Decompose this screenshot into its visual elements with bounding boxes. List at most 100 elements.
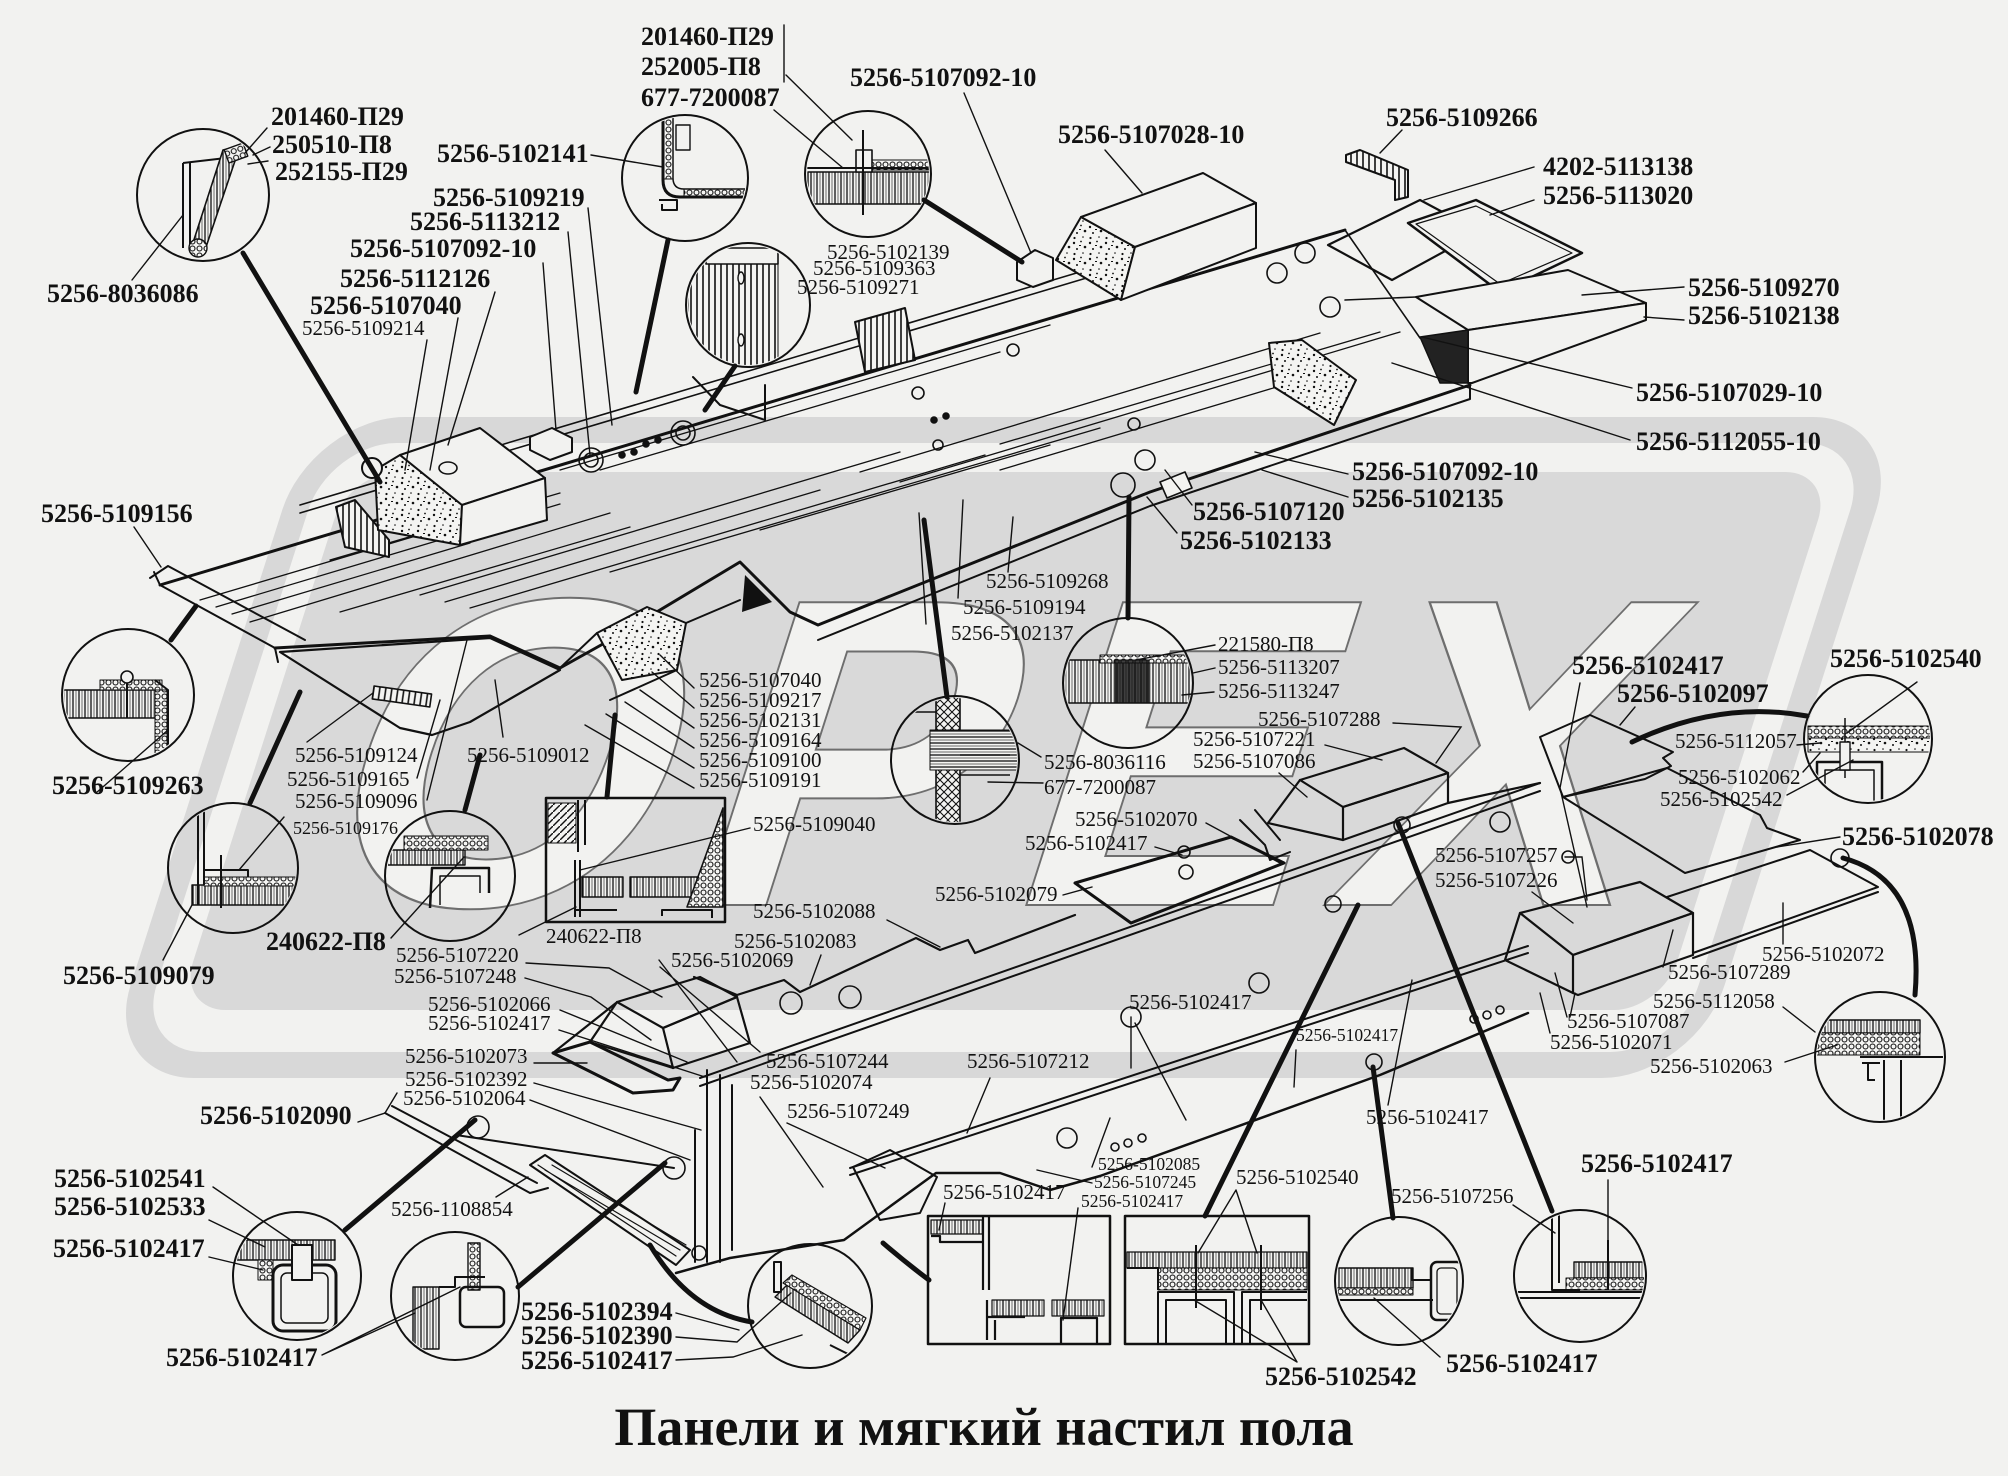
callout-label: 5256-5109040: [753, 812, 876, 836]
section-cells: [1337, 1267, 1414, 1289]
callout-label: 5256-5107220: [396, 943, 519, 967]
rivet-hole: [675, 425, 691, 441]
callout-label: 5256-5102062: [1678, 765, 1801, 789]
raised-box-left-side: [588, 1000, 675, 1070]
screw: [1177, 845, 1191, 859]
foam-box-left-front: [459, 477, 548, 546]
section-tube: [1429, 1260, 1461, 1322]
callout-label: 5256-5102533: [54, 1192, 206, 1221]
rail-step: [692, 376, 766, 421]
rivet-hole: [670, 420, 696, 446]
section-hatch: [547, 802, 577, 844]
callout-label: 5256-5102390: [521, 1321, 673, 1350]
callout-label: 5256-5102085: [1098, 1154, 1201, 1174]
callout-label: 5256-5109266: [1386, 103, 1538, 132]
detail-box-outline: [926, 1214, 1112, 1346]
section-profile: [439, 1276, 485, 1288]
section-cells: [1051, 1299, 1105, 1317]
rivet-hole: [583, 452, 599, 468]
callout-label: 5256-5102139: [827, 240, 950, 264]
rivet-hole: [1137, 1133, 1147, 1143]
callout-label: 5256-5107249: [787, 1099, 910, 1123]
callout-label: 5256-5102417: [1129, 990, 1252, 1014]
rivet-hole: [1110, 472, 1136, 498]
section-cells: [807, 171, 929, 205]
rivet-dot: [654, 436, 662, 444]
detail-circle-outline: [232, 1211, 362, 1341]
section-channel: [439, 875, 481, 905]
callout-label: 5256-5109100: [699, 748, 822, 772]
detail-circle-outline: [1814, 991, 1946, 1123]
callout-label: 5256-5109191: [699, 768, 822, 792]
vertical-tab: [1345, 149, 1409, 201]
callout-label: 5256-5107029-10: [1636, 378, 1823, 407]
floor-left-end-plate: [149, 565, 306, 663]
callout-label: 5256-5102417: [1025, 831, 1148, 855]
section-beads: [782, 1274, 867, 1331]
section-bolt-head: [120, 670, 134, 684]
foam-block-front: [596, 606, 687, 681]
detail-circle-5102141: [621, 114, 749, 242]
detail-circle-240622: [384, 810, 516, 942]
callout-label: 5256-5109214: [302, 316, 425, 340]
section-bolt: [675, 124, 691, 151]
section-profile: [661, 117, 746, 199]
section-stripes: [688, 261, 779, 365]
callout-label: 5256-5107244: [766, 1049, 889, 1073]
section-beads: [1337, 1287, 1414, 1296]
callout-label: 5256-5102063: [1650, 1054, 1773, 1078]
callout-label: 5256-5112126: [340, 264, 491, 293]
hatch-cover: [1406, 198, 1584, 294]
callout-label: 252005-П8: [641, 52, 761, 81]
section-beads: [1807, 725, 1930, 739]
watermark-letters: ОРЕХ: [271, 507, 1771, 999]
rivet-hole: [1489, 811, 1511, 833]
section-cells: [191, 884, 296, 906]
callout-label: 5256-5109156: [41, 499, 193, 528]
section-bolt: [291, 1244, 313, 1281]
callout-label: 5256-5107092-10: [350, 234, 537, 263]
callout-label: 5256-5109219: [433, 183, 585, 212]
detail-circle-5102541: [232, 1211, 362, 1341]
rivet-dot: [930, 416, 938, 424]
callout-label: 5256-5107086: [1193, 749, 1316, 773]
detail-circle-677-7200087: [804, 110, 932, 238]
foam-block-front-plate: [559, 599, 741, 701]
callout-label: 5256-5102074: [750, 1070, 873, 1094]
hatch-cover-rim: [1415, 205, 1573, 285]
callout-label: 5256-5109164: [699, 728, 822, 752]
detail-circle-5107256: [1334, 1216, 1464, 1346]
section-tube: [458, 1285, 506, 1329]
callout-label: 5256-5113247: [1218, 679, 1340, 703]
callout-label: 5256-5102417: [53, 1234, 205, 1263]
callout-label: 5256-5102417: [1581, 1149, 1733, 1178]
callout-label: 5256-5102133: [1180, 526, 1332, 555]
floor-front-face: [817, 384, 1471, 641]
detail-box-5109040: [544, 796, 727, 924]
callout-label: 5256-5102141: [437, 139, 589, 168]
upper-floor-assembly: [149, 149, 1647, 737]
callout-label: 5256-5102542: [1660, 787, 1783, 811]
callout-label: 5256-5109268: [986, 569, 1109, 593]
callout-label: 5256-5102078: [1842, 822, 1994, 851]
rivet-hole: [691, 1245, 707, 1261]
rivet-hole: [932, 439, 944, 451]
callout-label: 5256-5102541: [54, 1164, 206, 1193]
callout-label: 5256-5113207: [1218, 655, 1340, 679]
rivet-dot: [642, 440, 650, 448]
callout-label: 5256-5107040: [699, 668, 822, 692]
detail-circle-outline: [890, 695, 1020, 825]
raised-box-center-side: [1266, 778, 1542, 842]
callout-label: 5256-5102417: [1081, 1191, 1184, 1211]
section-foam: [1157, 1267, 1308, 1291]
callout-label: 5256-5102135: [1352, 484, 1504, 513]
rivet-hole: [1006, 343, 1020, 357]
rivet-hole: [662, 1156, 686, 1180]
callout-label: 5256-5102064: [403, 1086, 526, 1110]
section-cells: [929, 729, 1017, 771]
section-cells: [387, 849, 466, 866]
section-profile: [931, 1217, 1099, 1343]
foam-block-right: [1268, 339, 1357, 426]
callout-label: 5256-5102073: [405, 1044, 528, 1068]
